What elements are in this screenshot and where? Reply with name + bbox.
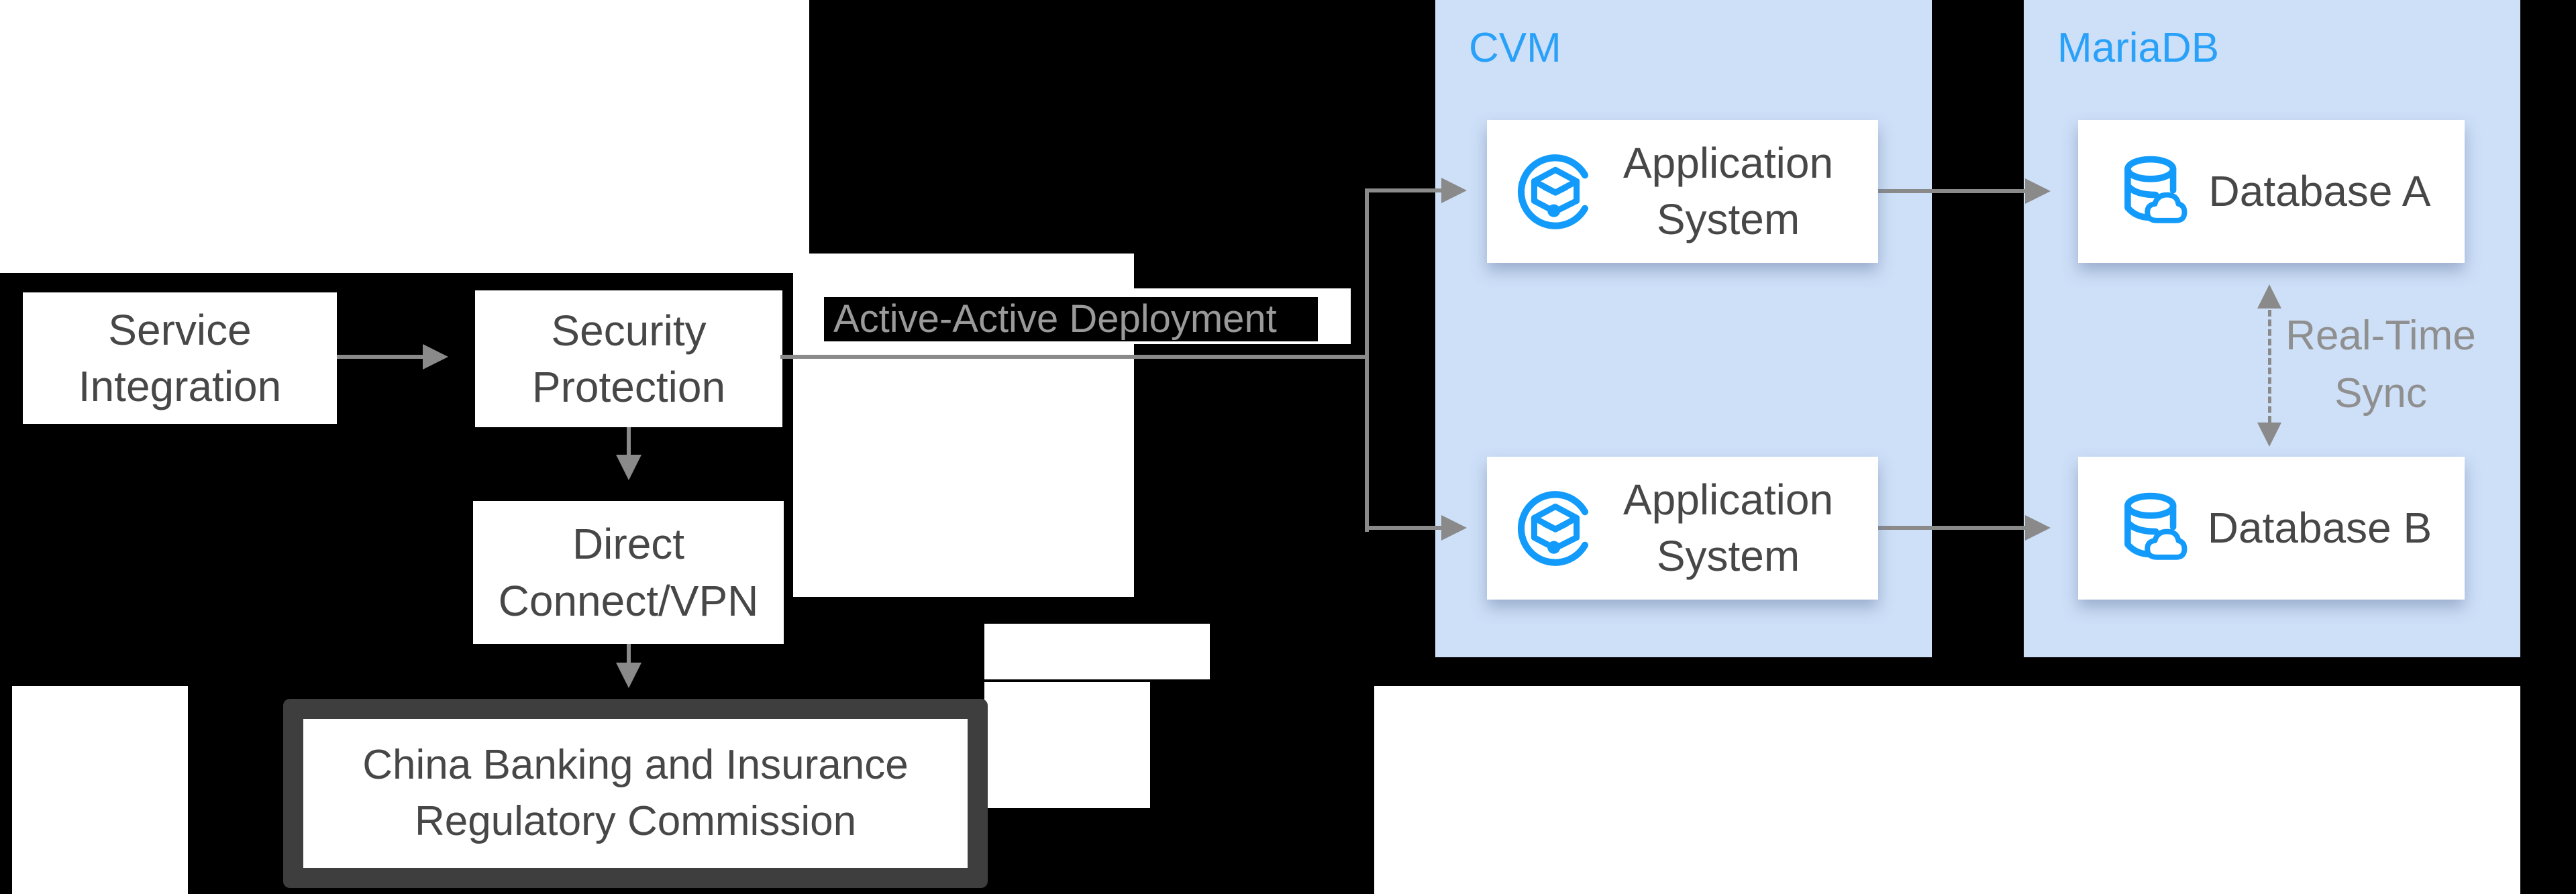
- background-patch: [984, 624, 1210, 679]
- arrowhead-icon: [1441, 178, 1467, 203]
- background-patch: [1374, 686, 2520, 894]
- node-label-line: Connect/VPN: [498, 576, 759, 625]
- node-label-line: Integration: [78, 362, 282, 410]
- card-application-system-2: Application System: [1487, 457, 1878, 600]
- arrowhead-icon: [616, 663, 641, 688]
- sync-label-line: Sync: [2334, 370, 2427, 416]
- sync-label-line: Real-Time: [2285, 313, 2476, 359]
- node-direct-connect-vpn: Direct Connect/VPN: [473, 501, 784, 644]
- deployment-label-backdrop: [824, 297, 1318, 341]
- card-label: Database B: [2207, 503, 2432, 552]
- node-security-protection: Security Protection: [475, 290, 782, 427]
- branch-vertical-line: [1365, 188, 1369, 532]
- sync-label: Real-Time Sync: [2280, 307, 2481, 423]
- card-label: Database A: [2208, 166, 2431, 215]
- node-label-line: China Banking and Insurance: [362, 742, 909, 789]
- arrowhead-icon: [616, 455, 641, 480]
- sync-arrowhead-down-icon: [2257, 423, 2281, 447]
- arrow-branch-to-app1: [1367, 188, 1441, 192]
- line-security-to-branch: [780, 355, 1367, 359]
- sync-dashed-line: [2268, 310, 2271, 423]
- arrow-direct-to-regulator: [627, 644, 631, 663]
- node-label-line: Regulatory Commission: [414, 798, 857, 844]
- node-label-line: Protection: [531, 363, 726, 411]
- arrowhead-icon: [1441, 515, 1467, 541]
- background-patch: [12, 686, 188, 894]
- card-database-b: Database B: [2078, 457, 2465, 600]
- arrow-app2-to-database-b: [1878, 526, 2025, 530]
- arrow-branch-to-app2: [1367, 526, 1441, 530]
- arrowhead-icon: [423, 344, 448, 370]
- card-label: Application System: [1622, 476, 1834, 580]
- node-label-line: Direct: [572, 520, 685, 569]
- card-label: Application System: [1622, 139, 1834, 243]
- card-database-a: Database A: [2078, 120, 2465, 263]
- card-application-system-1: Application System: [1487, 120, 1878, 263]
- database-icon: [2124, 492, 2187, 560]
- sync-arrowhead-up-icon: [2257, 284, 2281, 309]
- node-label-line: Security: [551, 306, 707, 355]
- database-icon: [2124, 156, 2187, 223]
- deployment-label: Active-Active Deployment: [833, 297, 1277, 341]
- background-patch: [0, 0, 809, 273]
- arrow-service-to-security: [337, 355, 423, 359]
- mariadb-panel-label: MariaDB: [2057, 25, 2220, 71]
- cvm-icon: [1517, 490, 1589, 566]
- node-service-integration: Service Integration: [23, 292, 337, 424]
- background-patch: [984, 682, 1150, 808]
- arrowhead-icon: [2025, 178, 2051, 204]
- arrow-security-to-direct: [627, 427, 631, 455]
- cvm-panel-label: CVM: [1469, 25, 1561, 71]
- node-label-line: Service: [108, 305, 252, 354]
- cvm-icon: [1517, 154, 1589, 229]
- arrow-app1-to-database-a: [1878, 189, 2025, 193]
- node-regulatory-commission: China Banking and Insurance Regulatory C…: [283, 699, 988, 888]
- arrowhead-icon: [2025, 515, 2051, 541]
